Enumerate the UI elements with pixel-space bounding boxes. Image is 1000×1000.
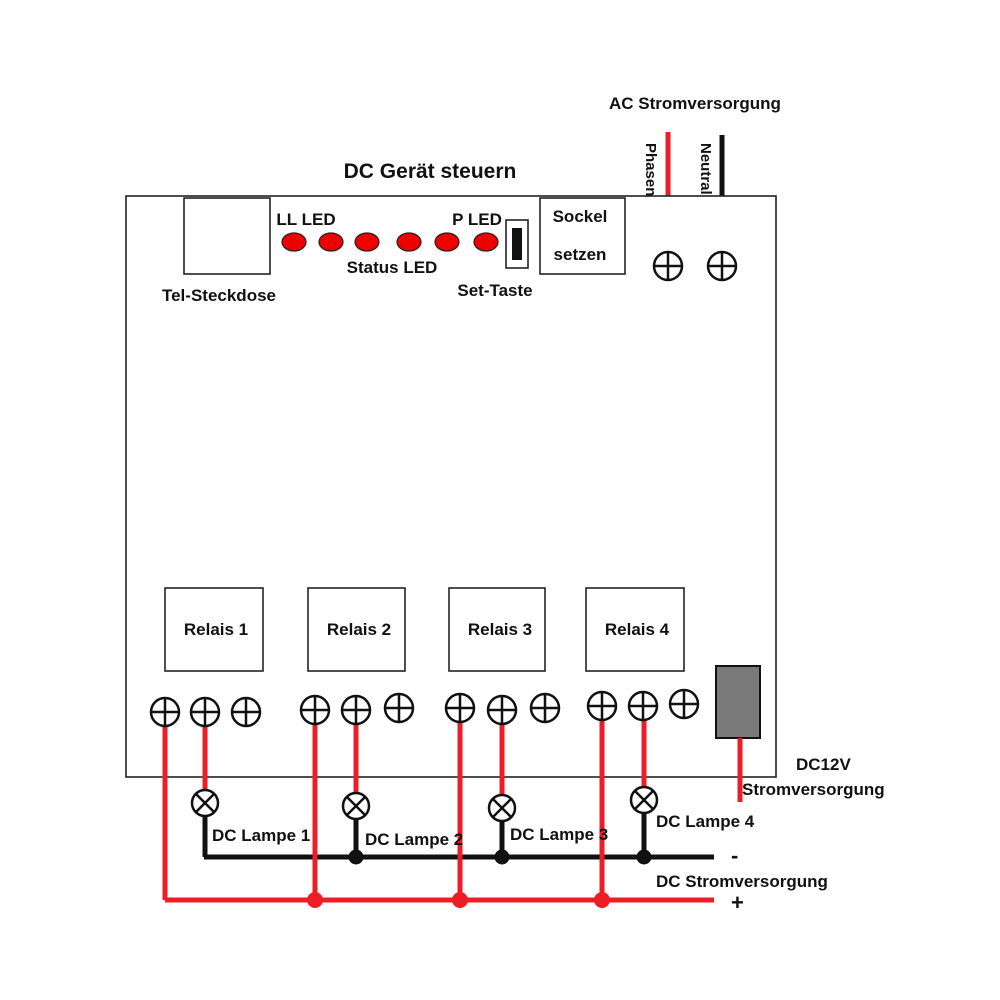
relay-1-terminal-nc xyxy=(230,696,262,728)
positive-junction-3 xyxy=(452,892,468,908)
relay-1-terminal-com xyxy=(149,696,181,728)
set-button-key xyxy=(512,228,522,260)
dc-lamp-3-icon xyxy=(487,793,517,823)
dc-supply-label: DC Stromversorgung xyxy=(656,872,828,891)
tel-socket xyxy=(183,197,271,275)
relay-3-terminal-nc xyxy=(529,692,561,724)
set-button-label: Set-Taste xyxy=(457,281,532,300)
relay-3-terminal-com xyxy=(444,692,476,724)
relay-2-label: Relais 2 xyxy=(327,620,391,639)
relay-4-label: Relais 4 xyxy=(605,620,670,639)
dc12v-label-line1: DC12V xyxy=(796,755,851,774)
dc12v-power-jack xyxy=(715,665,761,739)
relay-1-box xyxy=(164,587,264,672)
status-led-3 xyxy=(396,232,422,252)
relay-2-terminal-no xyxy=(340,694,372,726)
relay-4-terminal-no xyxy=(627,690,659,722)
ll-led-label: LL LED xyxy=(276,210,335,229)
negative-junction-2 xyxy=(348,849,364,865)
dc-minus-sign: - xyxy=(731,843,738,868)
ac-neutral-terminal xyxy=(706,250,738,282)
dc-lamp-2-label: DC Lampe 2 xyxy=(365,830,463,849)
positive-junction-2 xyxy=(307,892,323,908)
status-led-label: Status LED xyxy=(347,258,438,277)
positive-junction-4 xyxy=(594,892,610,908)
dc-lamp-1-icon xyxy=(190,788,220,818)
ll-led xyxy=(281,232,307,252)
relay-3-box xyxy=(448,587,546,672)
negative-junction-3 xyxy=(494,849,510,865)
dc-lamp-4-label: DC Lampe 4 xyxy=(656,812,755,831)
dc-plus-sign: + xyxy=(731,890,744,915)
ac-phase-terminal xyxy=(652,250,684,282)
relay-1-terminal-no xyxy=(189,696,221,728)
diagram-title: DC Gerät steuern xyxy=(344,160,517,183)
relay-3-label: Relais 3 xyxy=(468,620,532,639)
dc12v-label-line2: Stromversorgung xyxy=(742,780,885,799)
relay-1-label: Relais 1 xyxy=(184,620,248,639)
relay-2-terminal-com xyxy=(299,694,331,726)
p-led xyxy=(473,232,499,252)
status-led-2 xyxy=(354,232,380,252)
dc-lamp-3-label: DC Lampe 3 xyxy=(510,825,608,844)
status-led-1 xyxy=(318,232,344,252)
p-led-label: P LED xyxy=(452,210,502,229)
relay-4-terminal-nc xyxy=(668,688,700,720)
relay-3-terminal-no xyxy=(486,694,518,726)
negative-junction-4 xyxy=(636,849,652,865)
relay-4-terminal-com xyxy=(586,690,618,722)
dc-lamp-1-label: DC Lampe 1 xyxy=(212,826,310,845)
relay-2-box xyxy=(307,587,406,672)
tel-socket-label: Tel-Steckdose xyxy=(162,286,276,305)
controller-board xyxy=(125,195,777,778)
dc-lamp-4-icon xyxy=(629,785,659,815)
relay-2-terminal-nc xyxy=(383,692,415,724)
relay-4-box xyxy=(585,587,685,672)
status-led-4 xyxy=(434,232,460,252)
socket-label-line2: setzen xyxy=(554,245,607,264)
socket-label-line1: Sockel xyxy=(553,207,608,226)
socket-box xyxy=(539,197,626,275)
dc-lamp-2-icon xyxy=(341,791,371,821)
ac-supply-label: AC Stromversorgung xyxy=(609,94,781,113)
